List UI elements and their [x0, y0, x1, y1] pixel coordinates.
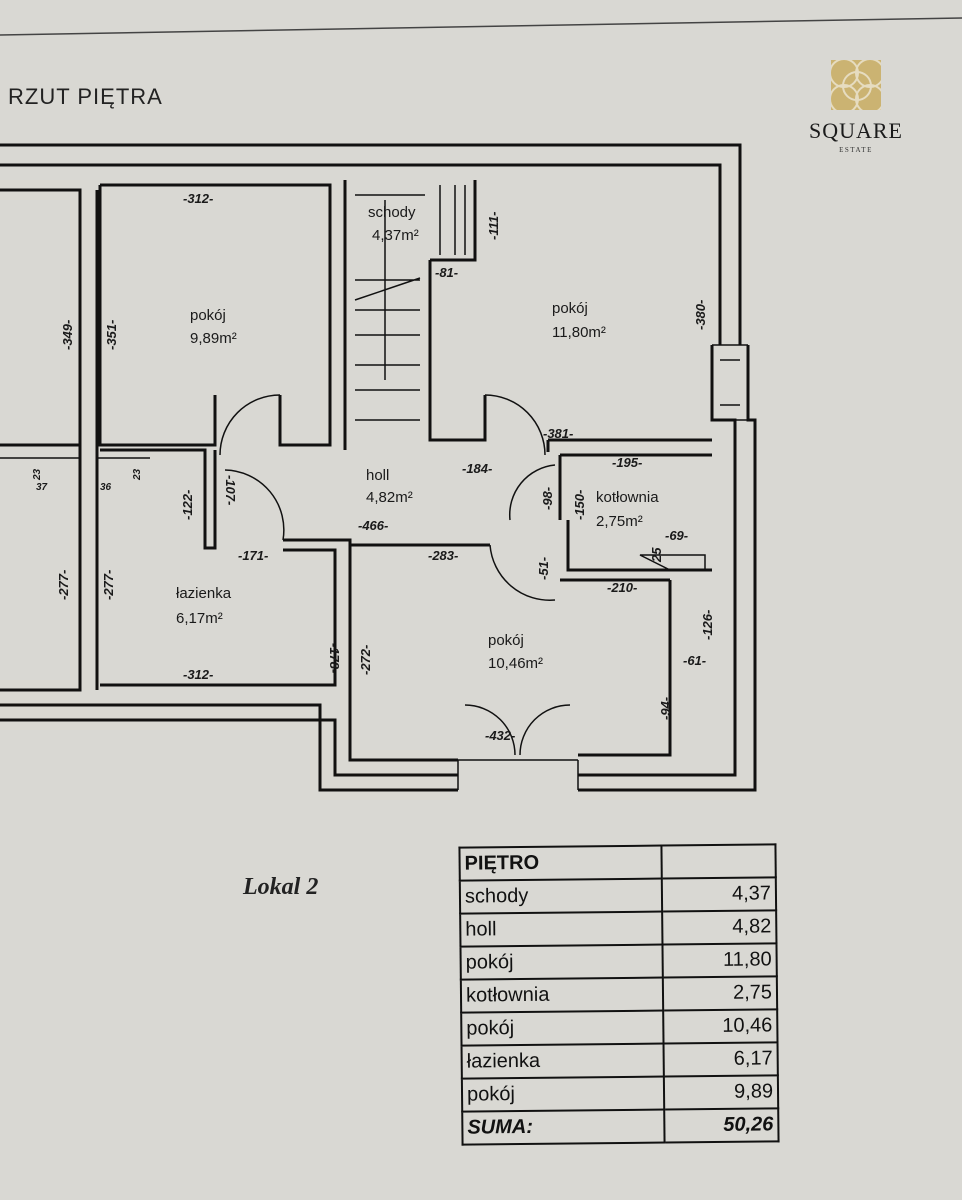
- table-header-row: PIĘTRO: [459, 844, 776, 881]
- area-cell: 10,46: [663, 1009, 778, 1044]
- area-cell: 2,75: [662, 976, 778, 1011]
- dimension: -466-: [358, 518, 388, 533]
- dimension: -126-: [700, 610, 715, 640]
- room-area: 10,46m²: [488, 655, 543, 672]
- dimension: -171-: [238, 548, 268, 563]
- room-name: kotłownia: [596, 489, 659, 506]
- table-header-empty: [661, 844, 776, 879]
- dimension: -98-: [540, 487, 555, 510]
- table-header: PIĘTRO: [459, 845, 662, 881]
- room-area: 6,17m²: [176, 610, 223, 627]
- dimension: -432-: [485, 728, 515, 743]
- dimension: 25: [649, 547, 664, 563]
- area-cell: 4,82: [662, 910, 777, 945]
- room-area: 11,80m²: [552, 324, 606, 341]
- dimension: -61-: [683, 653, 706, 668]
- dimension: -277-: [101, 570, 116, 600]
- room-cell: pokój: [460, 944, 663, 980]
- room-name: holl: [366, 467, 389, 484]
- room-area: 4,37m²: [372, 227, 419, 244]
- area-cell: 11,80: [662, 943, 777, 978]
- dimension: -122-: [180, 490, 195, 520]
- staircase: [354, 185, 466, 421]
- room-area: 2,75m²: [596, 513, 643, 530]
- room-area: 4,82m²: [366, 489, 413, 506]
- area-cell: 9,89: [663, 1075, 779, 1110]
- room-name: schody: [368, 204, 416, 221]
- dimension: -312-: [183, 667, 213, 682]
- dimension: -150-: [572, 490, 587, 520]
- dimension: -81-: [435, 265, 458, 280]
- dimension: -111-: [486, 212, 501, 240]
- dimension: -277-: [56, 570, 71, 600]
- dimension: -107-: [223, 475, 238, 505]
- room-cell: łazienka: [461, 1043, 664, 1079]
- outer-walls: [0, 143, 757, 792]
- plan-title: RZUT PIĘTRA: [8, 84, 163, 109]
- interior-walls: [0, 180, 712, 762]
- dimension: 36: [100, 482, 112, 493]
- room-cell: pokój: [461, 1010, 664, 1046]
- room-cell: holl: [460, 911, 663, 947]
- dimension: -351-: [104, 320, 119, 350]
- area-cell: 4,37: [661, 877, 777, 912]
- dimension: -272-: [358, 645, 373, 675]
- dimension: -94-: [658, 697, 673, 720]
- logo-subtitle: ESTATE: [839, 146, 873, 154]
- sum-label: SUMA:: [462, 1109, 665, 1145]
- area-cell: 6,17: [663, 1042, 778, 1077]
- room-cell: kotłownia: [460, 977, 664, 1013]
- unit-label: Lokal 2: [243, 874, 319, 900]
- dimension: -312-: [183, 191, 213, 206]
- dimension: -381-: [543, 426, 573, 441]
- dimension: -210-: [607, 580, 637, 595]
- dimension: 23: [32, 468, 43, 481]
- dimension: 23: [132, 468, 143, 481]
- room-name: pokój: [190, 307, 226, 324]
- room-cell: schody: [459, 878, 663, 914]
- dimension: -178-: [327, 643, 342, 673]
- room-cell: pokój: [461, 1076, 665, 1112]
- logo-name: SQUARE: [808, 118, 903, 143]
- dimension: -69-: [665, 528, 688, 543]
- sum-value: 50,26: [664, 1108, 779, 1143]
- dimension: -51-: [536, 557, 551, 580]
- room-area: 9,89m²: [190, 330, 237, 347]
- dimension: -195-: [612, 455, 642, 470]
- room-name: pokój: [552, 300, 588, 317]
- dimension: -283-: [428, 548, 458, 563]
- dimension: -380-: [693, 300, 708, 330]
- dimension: -184-: [462, 461, 492, 476]
- dimension: 37: [36, 482, 48, 493]
- room-name: łazienka: [176, 585, 232, 602]
- logo-pattern-icon: [831, 60, 881, 110]
- page-edge-line: [0, 17, 962, 36]
- square-estate-logo: SQUARE ESTATE: [800, 60, 912, 154]
- dimension: -349-: [60, 320, 75, 350]
- room-name: pokój: [488, 632, 524, 649]
- table-sum-row: SUMA:50,26: [462, 1108, 779, 1145]
